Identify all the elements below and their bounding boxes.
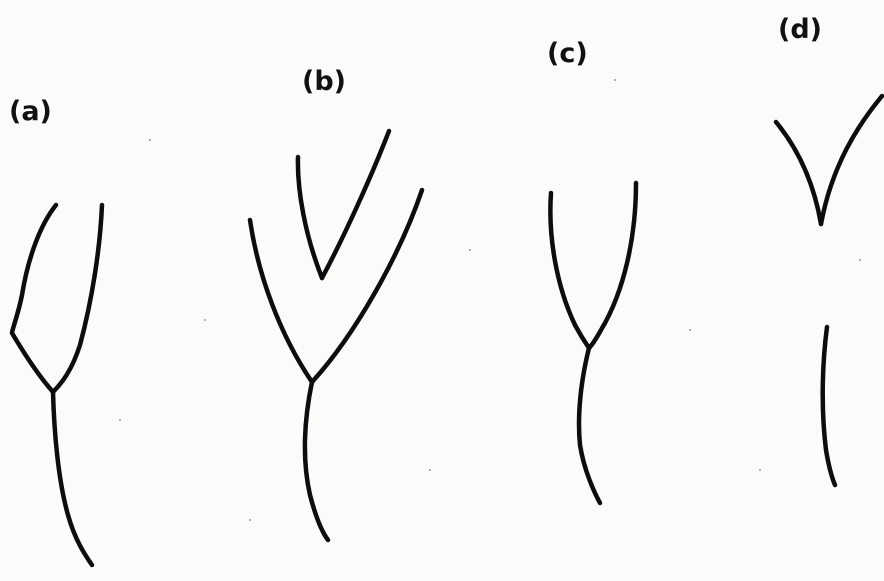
panel-c: (c) (547, 38, 639, 506)
panel-a-left-branch (9, 202, 59, 395)
panel-d-left-arm (773, 119, 824, 227)
panel-b-inner-left (295, 154, 325, 281)
panel-d-lower-segment (820, 324, 838, 488)
panel-a-label: (a) (9, 96, 52, 127)
panel-c-stem (576, 345, 603, 506)
panel-c-left-branch (548, 190, 592, 351)
panel-c-right-branch (586, 180, 639, 351)
panel-c-label: (c) (547, 38, 588, 69)
panel-b-outer-left (247, 217, 315, 385)
panel-b: (b) (247, 66, 425, 543)
panel-a-stem (50, 389, 95, 568)
panel-d-right-arm (818, 93, 884, 227)
panel-d: (d) (773, 14, 884, 488)
panel-d-label: (d) (778, 14, 822, 45)
panel-b-label: (b) (302, 66, 346, 97)
panel-a-right-branch (50, 202, 105, 395)
noise-specks (119, 79, 861, 521)
panel-b-inner-right (319, 128, 392, 281)
panel-b-outer-right (309, 187, 425, 385)
panel-a: (a) (9, 96, 105, 568)
panel-b-stem (302, 379, 331, 543)
